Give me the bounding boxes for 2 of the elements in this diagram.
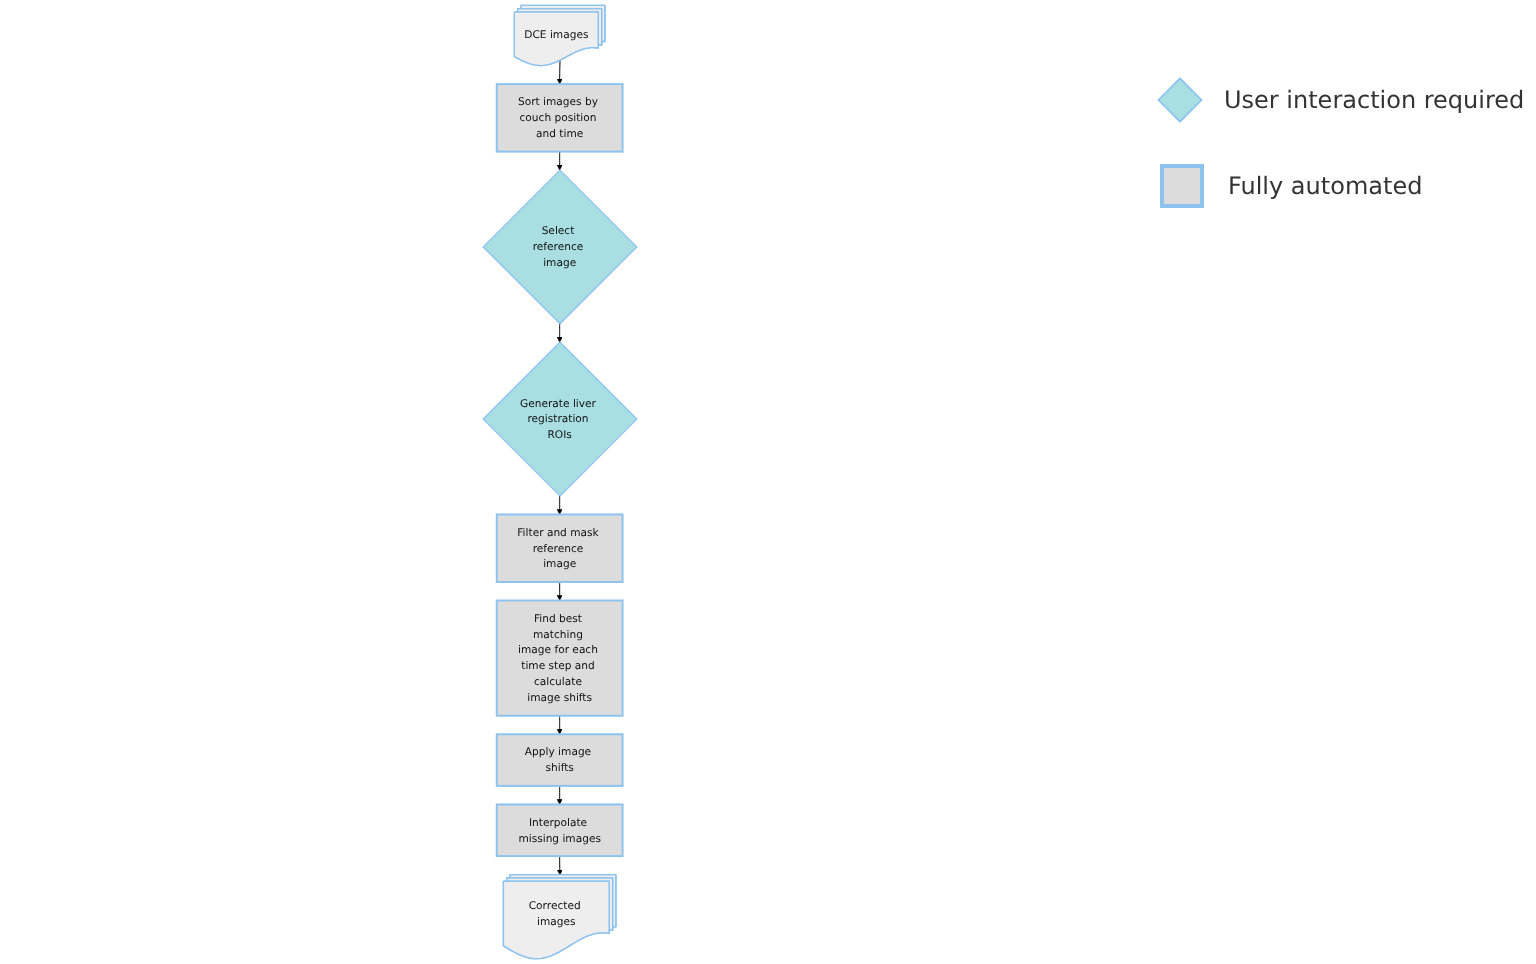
legend-label: Fully automated — [1228, 172, 1423, 200]
legend-label: User interaction required — [1224, 86, 1525, 114]
